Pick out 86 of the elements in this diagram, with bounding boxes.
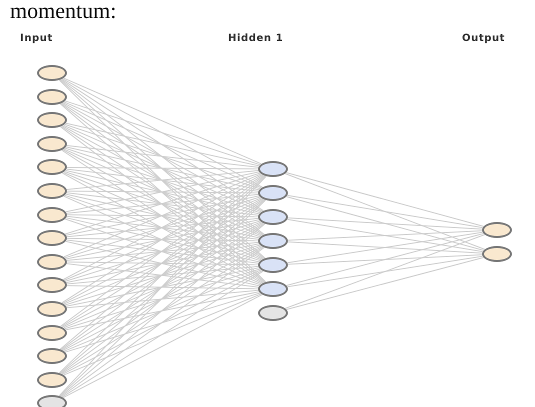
- connection-line: [62, 102, 263, 212]
- connection-line: [61, 270, 264, 398]
- connection-line: [286, 233, 484, 286]
- connection-line: [286, 232, 484, 264]
- neuron-node: [37, 301, 67, 317]
- connection-line: [61, 78, 264, 212]
- connection-line: [286, 256, 484, 288]
- connection-line: [63, 293, 262, 376]
- connection-line: [284, 234, 486, 309]
- connection-line: [63, 124, 262, 212]
- connection-line: [66, 285, 258, 290]
- connection-line: [64, 244, 260, 306]
- connection-line: [64, 148, 261, 214]
- connection-line: [62, 294, 263, 398]
- connection-line: [286, 194, 484, 228]
- connection-line: [64, 100, 261, 166]
- connection-line: [61, 198, 264, 327]
- connection-line: [63, 78, 262, 164]
- connection-line: [64, 268, 260, 330]
- neuron-node: [482, 222, 512, 238]
- neuron-node: [37, 254, 67, 270]
- connection-line: [62, 125, 263, 236]
- connection-line: [61, 102, 264, 236]
- connection-line: [66, 291, 260, 330]
- neuron-node: [258, 281, 288, 297]
- neuron-node: [37, 230, 67, 246]
- connection-line: [61, 174, 264, 304]
- connection-line: [66, 238, 258, 242]
- connection-line: [65, 146, 260, 190]
- connection-line: [63, 245, 262, 328]
- connection-line: [65, 122, 260, 166]
- connection-line: [62, 78, 263, 188]
- connection-line: [66, 267, 260, 307]
- connection-line: [286, 257, 484, 310]
- layer-label: Hidden 1: [228, 33, 284, 44]
- connection-line: [66, 167, 258, 170]
- connection-line: [61, 222, 264, 351]
- connection-line: [61, 126, 264, 260]
- connection-line: [62, 198, 263, 304]
- connection-line: [287, 230, 483, 241]
- connection-line: [64, 124, 261, 190]
- neuron-node: [37, 183, 67, 199]
- connection-line: [63, 148, 262, 236]
- connection-line: [286, 196, 484, 251]
- connection-line: [62, 246, 263, 352]
- connection-line: [61, 150, 264, 284]
- connection-line: [63, 269, 262, 352]
- connection-line: [61, 246, 264, 374]
- neuron-node: [37, 277, 67, 294]
- connection-line: [64, 292, 260, 353]
- connection-line: [62, 149, 263, 260]
- layer-label: Input: [20, 33, 53, 44]
- connection-line: [66, 214, 258, 218]
- neuron-node: [258, 305, 288, 321]
- connection-line: [63, 221, 262, 305]
- connection-line: [66, 262, 258, 266]
- neuron-node: [37, 206, 67, 223]
- connection-line: [287, 254, 483, 265]
- connection-line: [62, 270, 263, 375]
- neuron-node: [37, 395, 67, 407]
- neuron-node: [37, 348, 67, 364]
- connection-line: [62, 222, 263, 328]
- neuron-node: [482, 246, 512, 262]
- connection-line: [66, 190, 258, 194]
- layer-label: Output: [462, 33, 506, 44]
- connection-line: [284, 173, 486, 250]
- connection-line: [66, 290, 259, 308]
- neuron-node: [37, 324, 67, 341]
- connection-line: [63, 101, 262, 188]
- neuron-node: [258, 185, 288, 201]
- neuron-node: [258, 209, 288, 225]
- connection-line: [286, 218, 484, 252]
- neuron-node: [37, 136, 67, 152]
- connection-line: [287, 241, 483, 254]
- connection-line: [287, 217, 483, 230]
- connection-line: [66, 145, 259, 168]
- neuron-node: [37, 372, 67, 388]
- neuron-node: [37, 65, 67, 81]
- neuron-node: [37, 112, 67, 128]
- connection-line: [286, 172, 484, 227]
- neuron-node: [37, 159, 67, 176]
- title: momentum:: [10, 0, 116, 24]
- neuron-node: [258, 233, 288, 249]
- neuron-node: [258, 257, 288, 273]
- neuron-node: [37, 88, 67, 105]
- neuron-node: [258, 161, 288, 177]
